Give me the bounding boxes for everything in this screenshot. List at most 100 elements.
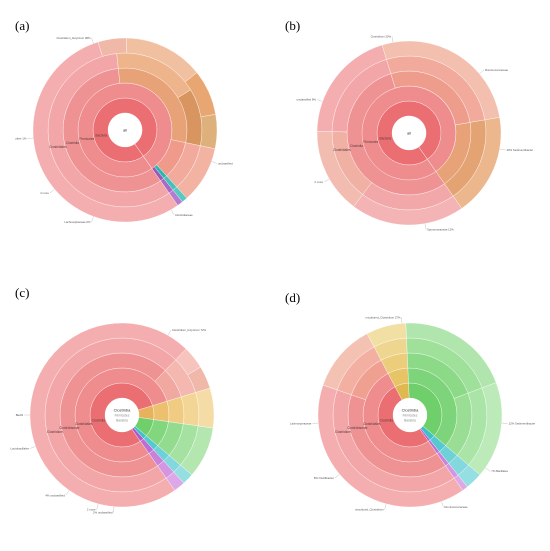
ring-label: Clostridiaceae [347, 426, 367, 430]
leader-line [27, 137, 34, 139]
leader-line [29, 446, 36, 449]
leader-line [424, 223, 427, 230]
taxon-label: 2% unclassified [93, 511, 113, 515]
center-hole[interactable] [108, 113, 142, 147]
panel-c: (c) ClostridiaClostridialesClostridiacea… [11, 285, 215, 515]
taxon-label: uncultured_Clostridium [355, 508, 384, 512]
center-label: Bacteria [404, 419, 416, 423]
panel-b-label: (b) [285, 18, 300, 33]
ring-label: Clostridium [335, 430, 351, 434]
taxon-label: Lachnospiraceae 6% [64, 220, 91, 224]
taxon-label: Clostridium_butyricum 38% [56, 36, 91, 40]
leader-line [441, 501, 444, 508]
leader-line [91, 37, 94, 44]
leader-line [334, 474, 340, 479]
panel-a-sunburst: BacteriaFirmicutesClostridiaClostridiale… [15, 36, 233, 224]
taxon-label: 7% Bacillales [491, 469, 508, 473]
leader-line [384, 503, 387, 510]
center-label: Clostridia [114, 408, 131, 413]
leader-line [401, 317, 403, 324]
taxon-label: Clostridium_butyricum 72% [172, 328, 207, 332]
ring-label: Clostridiales [49, 145, 67, 149]
taxon-label: 2 more [314, 180, 323, 184]
leader-line [316, 99, 323, 102]
center-hole[interactable] [392, 116, 426, 150]
center-label: all [407, 131, 411, 136]
ring-2-segment-2[interactable] [166, 396, 185, 425]
ring-4-segment-4[interactable] [452, 117, 502, 209]
taxon-label: 4% unclassified [45, 493, 65, 497]
taxon-label: Ruminococcaceae [445, 505, 468, 509]
ring-4-segment-0[interactable] [29, 322, 187, 508]
panel-b-sunburst: BacteriaFirmicutesClostridiaClostridiale… [296, 34, 533, 231]
ring-label: Clostridia [92, 418, 106, 422]
panel-a: (a) BacteriaFirmicutesClostridiaClostrid… [15, 18, 233, 224]
leader-line [91, 216, 94, 223]
taxon-label: Clostridiaceae [175, 213, 193, 217]
leader-line [501, 422, 508, 424]
center-label: Firmicutes [403, 414, 418, 418]
ring-label: Clostridiaceae [59, 426, 79, 430]
taxon-label: uncultured_Clostridium 27% [365, 315, 400, 319]
ring-label: Firmicutes [363, 140, 378, 144]
ring-label: Clostridiales [333, 148, 351, 152]
center-hole[interactable] [393, 398, 427, 432]
panel-b: (b) BacteriaFirmicutesClostridiaClostrid… [285, 18, 533, 232]
ring-label: Clostridiales [75, 422, 93, 426]
taxon-label: Clostridium 20% [371, 34, 392, 38]
ring-label: Clostridia [66, 141, 80, 145]
ring-label: Clostridia [380, 418, 394, 422]
leader-line [485, 467, 491, 472]
leader-line [49, 189, 55, 194]
ring-label: Bacteria [379, 136, 391, 140]
panel-d-label: (d) [285, 290, 300, 305]
leader-line [211, 161, 218, 164]
ring-4-segment-4[interactable] [200, 114, 218, 150]
taxon-label: 12% Sedimentibacter [509, 422, 536, 426]
ring-4-segment-6[interactable] [453, 474, 468, 491]
leader-line [167, 330, 172, 336]
taxon-label: unclassified 8% [296, 97, 316, 101]
ring-label: Bacteria [95, 133, 107, 137]
taxon-label: Lactobacillales [11, 447, 30, 451]
ring-0-segment-0[interactable] [93, 98, 157, 162]
panel-d: (d) ClostridiaClostridialesClostridiacea… [285, 290, 535, 512]
center-hole[interactable] [105, 398, 139, 432]
center-label: Firmicutes [115, 414, 130, 418]
center-label: Clostridia [402, 408, 419, 413]
taxon-label: Lachnospiraceae [290, 422, 312, 426]
ring-label: Firmicutes [79, 137, 94, 141]
leader-line [479, 69, 485, 74]
leader-line [96, 503, 99, 510]
center-label: Bacteria [116, 419, 128, 423]
center-label: all [123, 128, 127, 133]
ring-label: Clostridiales [363, 422, 381, 426]
panel-a-label: (a) [15, 18, 29, 33]
ring-0-segment-0[interactable] [377, 101, 441, 165]
leader-line [391, 36, 394, 43]
taxon-label: Sporomusaceae 12% [427, 228, 454, 232]
taxon-label: 2 more [87, 508, 96, 512]
taxon-label: Ruminococcaceae [485, 68, 508, 72]
leader-line [65, 490, 70, 496]
taxon-label: 2 more [40, 191, 49, 195]
leader-line [499, 148, 506, 151]
taxon-label: other 1% [15, 137, 27, 141]
ring-label: Clostridia [350, 144, 364, 148]
leader-line [170, 209, 175, 215]
ring-3-segment-2[interactable] [181, 392, 200, 427]
ring-4-segment-7[interactable] [168, 189, 183, 206]
leader-line [324, 178, 330, 183]
taxon-label: 8% Oscillibacter [314, 476, 334, 480]
ring-4-segment-6[interactable] [165, 471, 185, 491]
panel-d-sunburst: ClostridiaClostridialesClostridiaceaeClo… [290, 315, 535, 511]
ring-label: Clostridium [47, 430, 63, 434]
taxon-label: unclassified [218, 162, 233, 166]
leader-line [312, 422, 319, 424]
taxon-label: Bacilli [16, 413, 24, 417]
taxon-label: 40% Sedimentibacter [507, 148, 534, 152]
panel-c-sunburst: ClostridiaClostridialesClostridiaceaeClo… [11, 322, 215, 515]
leader-line [113, 506, 115, 513]
panel-c-label: (c) [15, 285, 29, 300]
